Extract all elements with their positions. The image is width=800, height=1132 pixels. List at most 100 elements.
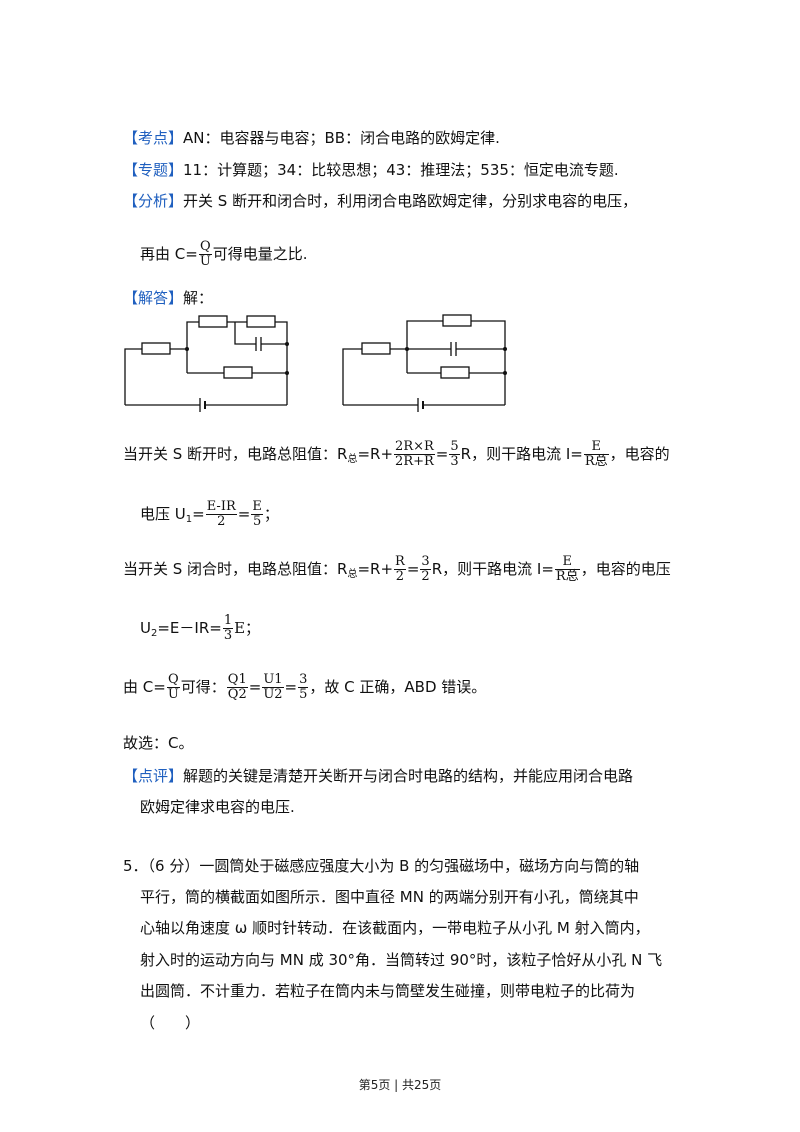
resistor-top1-left: [198, 315, 228, 328]
fenxi-tag: 【分析】: [123, 192, 184, 210]
junction-dot: [185, 347, 189, 351]
resistor-main-left: [141, 342, 171, 355]
junction-dot: [285, 342, 289, 346]
wire: [186, 321, 199, 373]
q5-line1: 5．（6 分）一圆筒处于磁感应强度大小为 B 的匀强磁场中，磁场方向与筒的轴: [123, 857, 640, 875]
q5-line3: 心轴以角速度 ω 顺时针转动．在该截面内，一带电粒子从小孔 M 射入筒内，: [140, 919, 650, 937]
frac-den: 2: [217, 514, 226, 529]
open-eq2: =: [435, 445, 449, 463]
open-eq: =R+: [357, 445, 394, 463]
wire: [406, 320, 443, 373]
frac-num: 3: [298, 672, 309, 688]
frac-num: U1: [262, 672, 284, 688]
fenxi-line: 【分析】开关 S 断开和闭合时，利用闭合电路欧姆定律，分别求电容的电压，: [123, 191, 637, 211]
frac-den: Q2: [227, 687, 247, 702]
zhuanti-text: 11：计算题；34：比较思想；43：推理法；535：恒定电流专题.: [183, 161, 619, 179]
frac-num: 2R×R: [394, 439, 435, 455]
dianping-tag: 【点评】: [123, 767, 184, 785]
closed-mid: R，则干路电流 I=: [431, 560, 554, 578]
ratio-pre: 由 C=: [123, 678, 166, 696]
circuit-closed: [342, 314, 506, 412]
wire: [234, 322, 256, 345]
junction-dot: [405, 347, 409, 351]
frac-num: 1: [222, 613, 234, 629]
resistor-bottom-right: [440, 366, 470, 379]
ratio-post: ，故 C 正确，ABD 错误。: [309, 678, 487, 696]
open-l2-post: ；: [263, 505, 279, 523]
frac-num: R: [394, 554, 406, 570]
ratio-mid: 可得：: [180, 678, 226, 696]
zhuanti-line: 【专题】11：计算题；34：比较思想；43：推理法；535：恒定电流专题.: [123, 160, 619, 180]
closed-pre: 当开关 S 闭合时，电路总阻值：R: [123, 560, 348, 578]
junction-dot: [503, 347, 507, 351]
circuit-diagrams: [124, 314, 507, 412]
resistor-bottom-left: [223, 366, 253, 379]
resistor-top-right: [442, 314, 472, 327]
frac-den: 5: [299, 687, 308, 702]
frac-num: 5: [449, 439, 460, 455]
frac-den: R总: [555, 569, 579, 584]
closed-eq2: =: [406, 560, 420, 578]
dianping-line2: 欧姆定律求电容的电压.: [140, 798, 295, 816]
resistor-main-right: [361, 342, 391, 355]
frac-den: 5: [252, 514, 262, 529]
frac-den: 3: [223, 628, 233, 643]
closed-post: ，电容的电压: [580, 560, 671, 578]
open-l2-sub: 1: [185, 514, 193, 525]
resistor-top2-left: [246, 315, 276, 328]
answer-line: 故选：C。: [123, 734, 194, 752]
zhuanti-tag: 【专题】: [123, 161, 184, 179]
frac-num: Q1: [226, 672, 248, 688]
jieda-tag: 【解答】: [123, 289, 184, 307]
page-footer: 第5页 | 共25页: [358, 1078, 442, 1092]
jieda-line: 【解答】解：: [123, 288, 213, 308]
wire-left-outer: [124, 348, 142, 405]
frac-den: 2: [421, 569, 430, 584]
q5-line6: （ ）: [140, 1014, 201, 1032]
frac-num: 3: [420, 554, 431, 570]
frac-num: Q: [198, 239, 212, 255]
fenxi-text: 开关 S 断开和闭合时，利用闭合电路欧姆定律，分别求电容的电压，: [183, 192, 638, 210]
wire: [275, 321, 288, 405]
ratio-eq1: =: [248, 678, 262, 696]
fenxi-line2-post: 可得电量之比.: [212, 245, 308, 263]
wire: [342, 348, 362, 405]
open-l2-eq: =: [192, 505, 205, 523]
frac-den: U2: [263, 687, 283, 702]
wire: [471, 320, 506, 405]
frac-den: R总: [584, 454, 608, 469]
circuit-open: [124, 315, 288, 412]
closed-l2-eq: =E－IR=: [157, 619, 222, 637]
closed-eq: =R+: [357, 560, 394, 578]
frac-num: Q: [166, 672, 180, 688]
dianping-text: 解题的关键是清楚开关断开与闭合时电路的结构，并能应用闭合电路: [183, 767, 634, 785]
q5-line5: 出圆筒．不计重力．若粒子在筒内未与筒壁发生碰撞，则带电粒子的比荷为: [140, 982, 636, 1000]
open-mid: R，则干路电流 I=: [460, 445, 583, 463]
closed-sub: 总: [347, 569, 358, 580]
frac-num: E: [583, 440, 609, 455]
closed-l2-post: E；: [234, 619, 261, 637]
junction-dot: [285, 371, 289, 375]
kaodian-tag: 【考点】: [123, 129, 184, 147]
frac-num: E: [554, 555, 580, 570]
open-l2-eq2: =: [237, 505, 251, 523]
q5-line2: 平行，筒的横截面如图所示．图中直径 MN 的两端分别开有小孔，筒绕其中: [140, 888, 639, 906]
jieda-text: 解：: [183, 289, 214, 307]
frac-num: E: [251, 499, 263, 515]
